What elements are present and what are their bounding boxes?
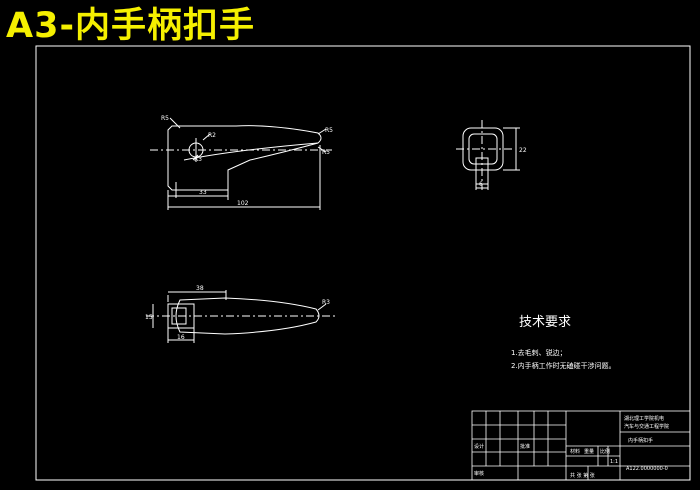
side-label-r5-inner: R5: [322, 149, 330, 156]
top-profile: [175, 297, 320, 335]
tb-drawing-number: A122.0000000-0: [626, 466, 668, 472]
tb-material-label: 材料: [570, 448, 580, 455]
end-view: [456, 120, 520, 190]
top-head-inner: [171, 307, 187, 325]
leader-r5-inner: [317, 146, 327, 153]
top-label-16: 16: [177, 334, 185, 341]
tb-sheet-label: 共 张 第 张: [570, 472, 595, 479]
side-label-102: 102: [237, 200, 249, 207]
tech-item-1: 1.去毛刺、锐边；: [511, 348, 567, 357]
tb-school-line1: 湖北理工学院机电: [624, 415, 664, 422]
top-head: [167, 303, 195, 329]
leader-r3: [192, 154, 199, 161]
tech-heading: 技术要求: [519, 315, 571, 330]
top-leader-r3: [317, 303, 327, 311]
side-label-r2: R2: [208, 132, 216, 139]
leader-r5-topleft: [169, 117, 181, 129]
top-label-38: 38: [196, 285, 204, 292]
side-label-33: 33: [199, 189, 207, 196]
side-inner-curve: [183, 142, 319, 161]
side-view: [150, 117, 332, 210]
tb-weight-label: 重量: [584, 448, 594, 455]
side-label-r5-topleft: R5: [161, 115, 169, 122]
end-label-stem: 6: [479, 181, 483, 188]
leader-r2: [202, 133, 211, 141]
tech-requirements: 技术要求 1.去毛刺、锐边； 2.内手柄工作时无磕碰干涉问题。: [511, 315, 616, 370]
tb-scale-value: 1:1: [610, 459, 618, 465]
tb-designer-label: 设计: [474, 443, 484, 450]
top-label-r3: R3: [322, 299, 330, 306]
side-label-r3: R3: [194, 156, 202, 163]
side-label-r5-tip: R5: [325, 127, 333, 134]
title-block-frame: [471, 410, 691, 481]
tb-drawing-name: 内手柄扣手: [628, 437, 653, 444]
tb-scale-label: 比例: [600, 448, 610, 455]
sheet-title: A3-内手柄扣手: [6, 6, 255, 46]
tb-school-line2: 汽车与交通工程学院: [624, 423, 669, 430]
tech-item-2: 2.内手柄工作时无磕碰干涉问题。: [511, 361, 616, 370]
tb-checker-label: 审核: [474, 470, 484, 477]
sheet-border: [35, 45, 691, 481]
leader-r5-tip: [317, 128, 327, 135]
end-label-height: 22: [519, 147, 527, 154]
tb-approver-label: 批准: [520, 443, 530, 450]
title-block: [471, 410, 691, 481]
side-profile: [167, 125, 322, 191]
top-label-15: 15: [145, 314, 153, 321]
top-view: [146, 290, 336, 343]
